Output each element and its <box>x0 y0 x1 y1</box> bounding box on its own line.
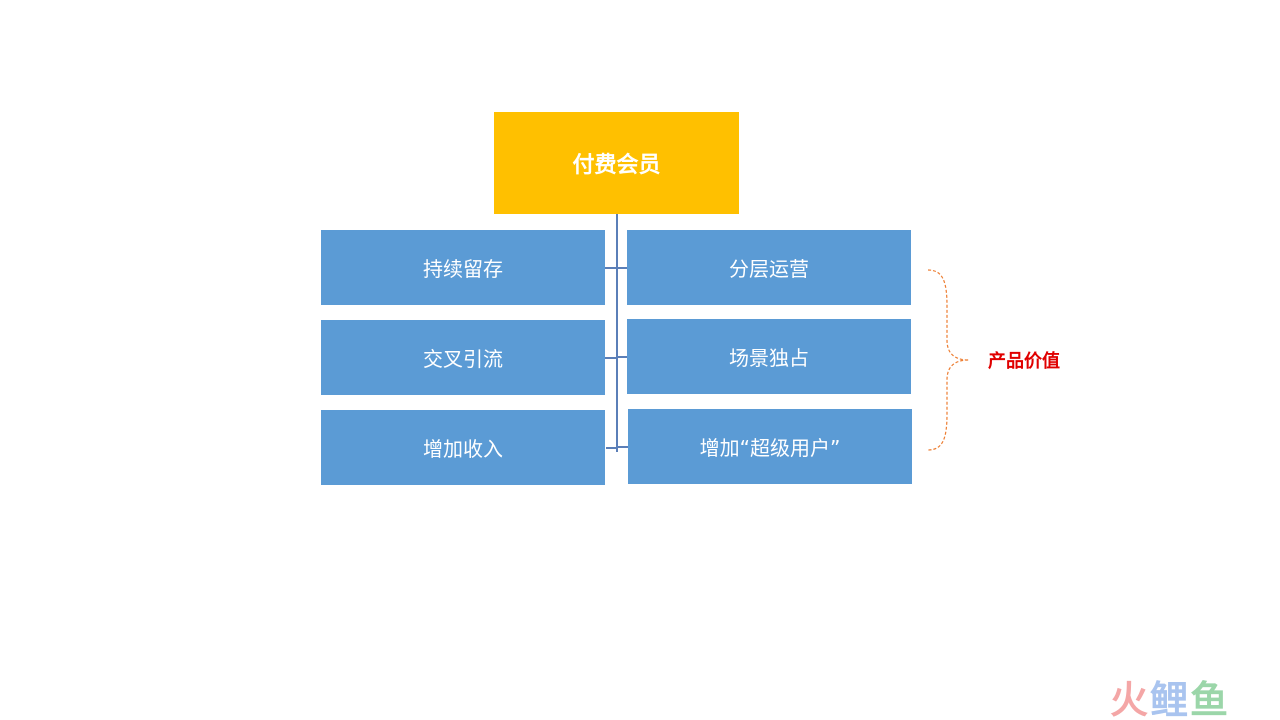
root-node-label: 付费会员 <box>572 153 661 178</box>
child-node-label: 交叉引流 <box>423 347 503 371</box>
connector-trunk <box>616 214 618 452</box>
connector-left-3 <box>606 447 616 449</box>
child-node-cross-traffic: 交叉引流 <box>321 320 605 395</box>
curly-brace-path <box>927 269 970 451</box>
child-node-increase-revenue: 增加收入 <box>321 410 605 485</box>
child-node-label: 场景独占 <box>729 346 809 370</box>
root-node-paid-membership: 付费会员 <box>494 112 739 214</box>
child-node-label: 分层运营 <box>729 257 809 281</box>
logo-char-1: 火 <box>1110 677 1151 720</box>
logo-char-2: 鲤 <box>1150 677 1191 720</box>
child-node-label: 持续留存 <box>423 257 503 281</box>
connector-left-1 <box>605 267 616 269</box>
child-node-label: 增加“超级用户” <box>699 436 841 460</box>
connector-left-2 <box>605 357 616 359</box>
watermark-logo: 火 鲤 鱼 <box>1110 674 1230 720</box>
child-node-super-users: 增加“超级用户” <box>628 409 912 484</box>
curly-brace <box>927 269 970 451</box>
child-node-label: 增加收入 <box>423 437 503 461</box>
child-node-scenario-exclusive: 场景独占 <box>627 319 911 394</box>
logo-char-3: 鱼 <box>1190 677 1231 720</box>
connector-right-1 <box>618 267 627 269</box>
connector-right-2 <box>618 356 627 358</box>
child-node-retention: 持续留存 <box>321 230 605 305</box>
brace-label-product-value: 产品价值 <box>988 351 1060 372</box>
child-node-tiered-operation: 分层运营 <box>627 230 911 305</box>
connector-right-3 <box>618 446 628 448</box>
